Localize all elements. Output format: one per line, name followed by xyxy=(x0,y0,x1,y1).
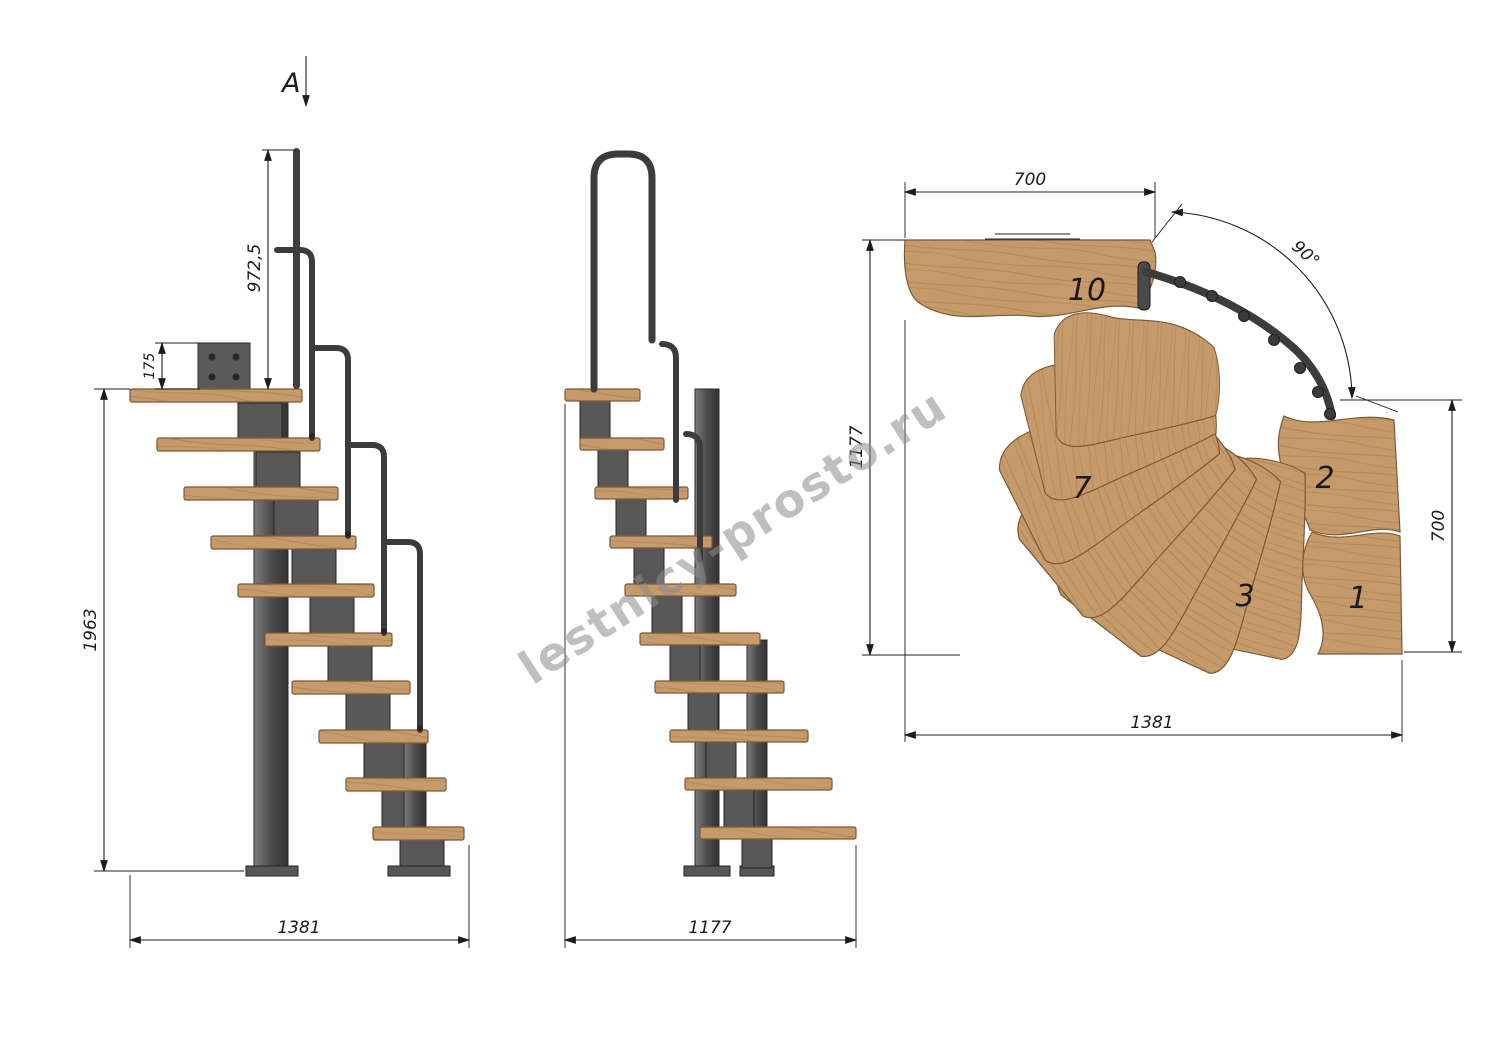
front-elevation-view: 1177 xyxy=(563,150,858,948)
dim-landing-width-label: 700 xyxy=(1014,170,1046,190)
tread xyxy=(345,777,447,792)
handrail-segment xyxy=(274,247,315,441)
dim-plan-length: 1381 xyxy=(903,320,1404,742)
handrail-segment xyxy=(683,431,703,563)
dim-plan-depth-label: 1177 xyxy=(847,425,867,468)
dim-landing-width: 700 xyxy=(903,170,1157,238)
handrail-post xyxy=(293,148,300,389)
watermark: lestnicy-prosto.ru xyxy=(509,378,956,695)
tread xyxy=(609,535,713,549)
handrail-segment xyxy=(659,341,679,503)
handrail-loop xyxy=(590,150,656,393)
dim-front-width-label: 1177 xyxy=(688,918,731,938)
tread-number-3: 3 xyxy=(1235,579,1254,614)
side-treads xyxy=(129,388,465,841)
dim-plan-depth: 1177 xyxy=(847,238,960,657)
side-elevation-view: A xyxy=(81,56,471,948)
tread xyxy=(624,583,737,597)
dim-side-length: 1381 xyxy=(128,845,471,948)
plan-view: 1 2 3 7 10 700 90° 1177 xyxy=(847,170,1462,742)
plan-landing-10 xyxy=(903,239,1157,318)
tread xyxy=(264,632,393,647)
tread xyxy=(156,437,321,452)
side-top-mounting-plate xyxy=(197,342,251,392)
tread-number-10: 10 xyxy=(1068,273,1106,308)
wall-bracket xyxy=(985,233,1080,240)
tread xyxy=(129,388,303,403)
tread xyxy=(654,680,785,694)
handrail-segment xyxy=(312,345,351,539)
tread xyxy=(318,729,429,744)
front-base-plate xyxy=(683,865,731,877)
dim-flight-width-label: 700 xyxy=(1429,510,1449,542)
plan-winder-treads xyxy=(989,309,1335,679)
dim-turn-angle-label: 90° xyxy=(1287,237,1323,272)
dim-front-width: 1177 xyxy=(563,404,858,948)
tread xyxy=(699,826,857,840)
tread xyxy=(684,777,833,791)
front-treads xyxy=(564,388,857,840)
tread xyxy=(639,632,761,646)
section-marker: A xyxy=(280,56,310,108)
tread-number-1: 1 xyxy=(1348,581,1367,616)
dim-flight-width: 700 xyxy=(1340,398,1462,654)
plan-tread-numbers: 1 2 3 7 10 xyxy=(1068,273,1368,616)
side-handrail xyxy=(274,148,423,733)
dim-plan-length-label: 1381 xyxy=(1130,713,1173,733)
tread xyxy=(594,486,689,500)
handrail-segment xyxy=(384,539,423,733)
tread xyxy=(183,486,339,501)
tread xyxy=(564,388,641,402)
side-column-base-plate xyxy=(245,865,299,877)
dim-handrail-height-label: 972,5 xyxy=(245,244,265,293)
dim-top-plate: 175 xyxy=(142,341,200,391)
dim-side-length-label: 1381 xyxy=(277,918,320,938)
handrail-segment xyxy=(348,442,387,636)
tread-number-2: 2 xyxy=(1315,461,1334,496)
dim-top-plate-label: 175 xyxy=(142,353,158,380)
tread-number-7: 7 xyxy=(1072,471,1091,506)
tread xyxy=(669,729,809,743)
dim-handrail-height: 972,5 xyxy=(245,148,296,391)
front-module-chain xyxy=(579,400,773,869)
front-handrail xyxy=(590,150,703,563)
side-module-chain xyxy=(237,402,451,877)
dim-total-height: 1963 xyxy=(81,387,244,873)
tread xyxy=(579,437,665,451)
section-letter-a: A xyxy=(280,68,300,99)
dim-total-height-label: 1963 xyxy=(81,608,101,651)
tread xyxy=(291,680,411,695)
plan-tread-2 xyxy=(1277,415,1401,536)
tread xyxy=(210,535,357,550)
tread xyxy=(237,583,375,598)
tread xyxy=(372,826,465,841)
